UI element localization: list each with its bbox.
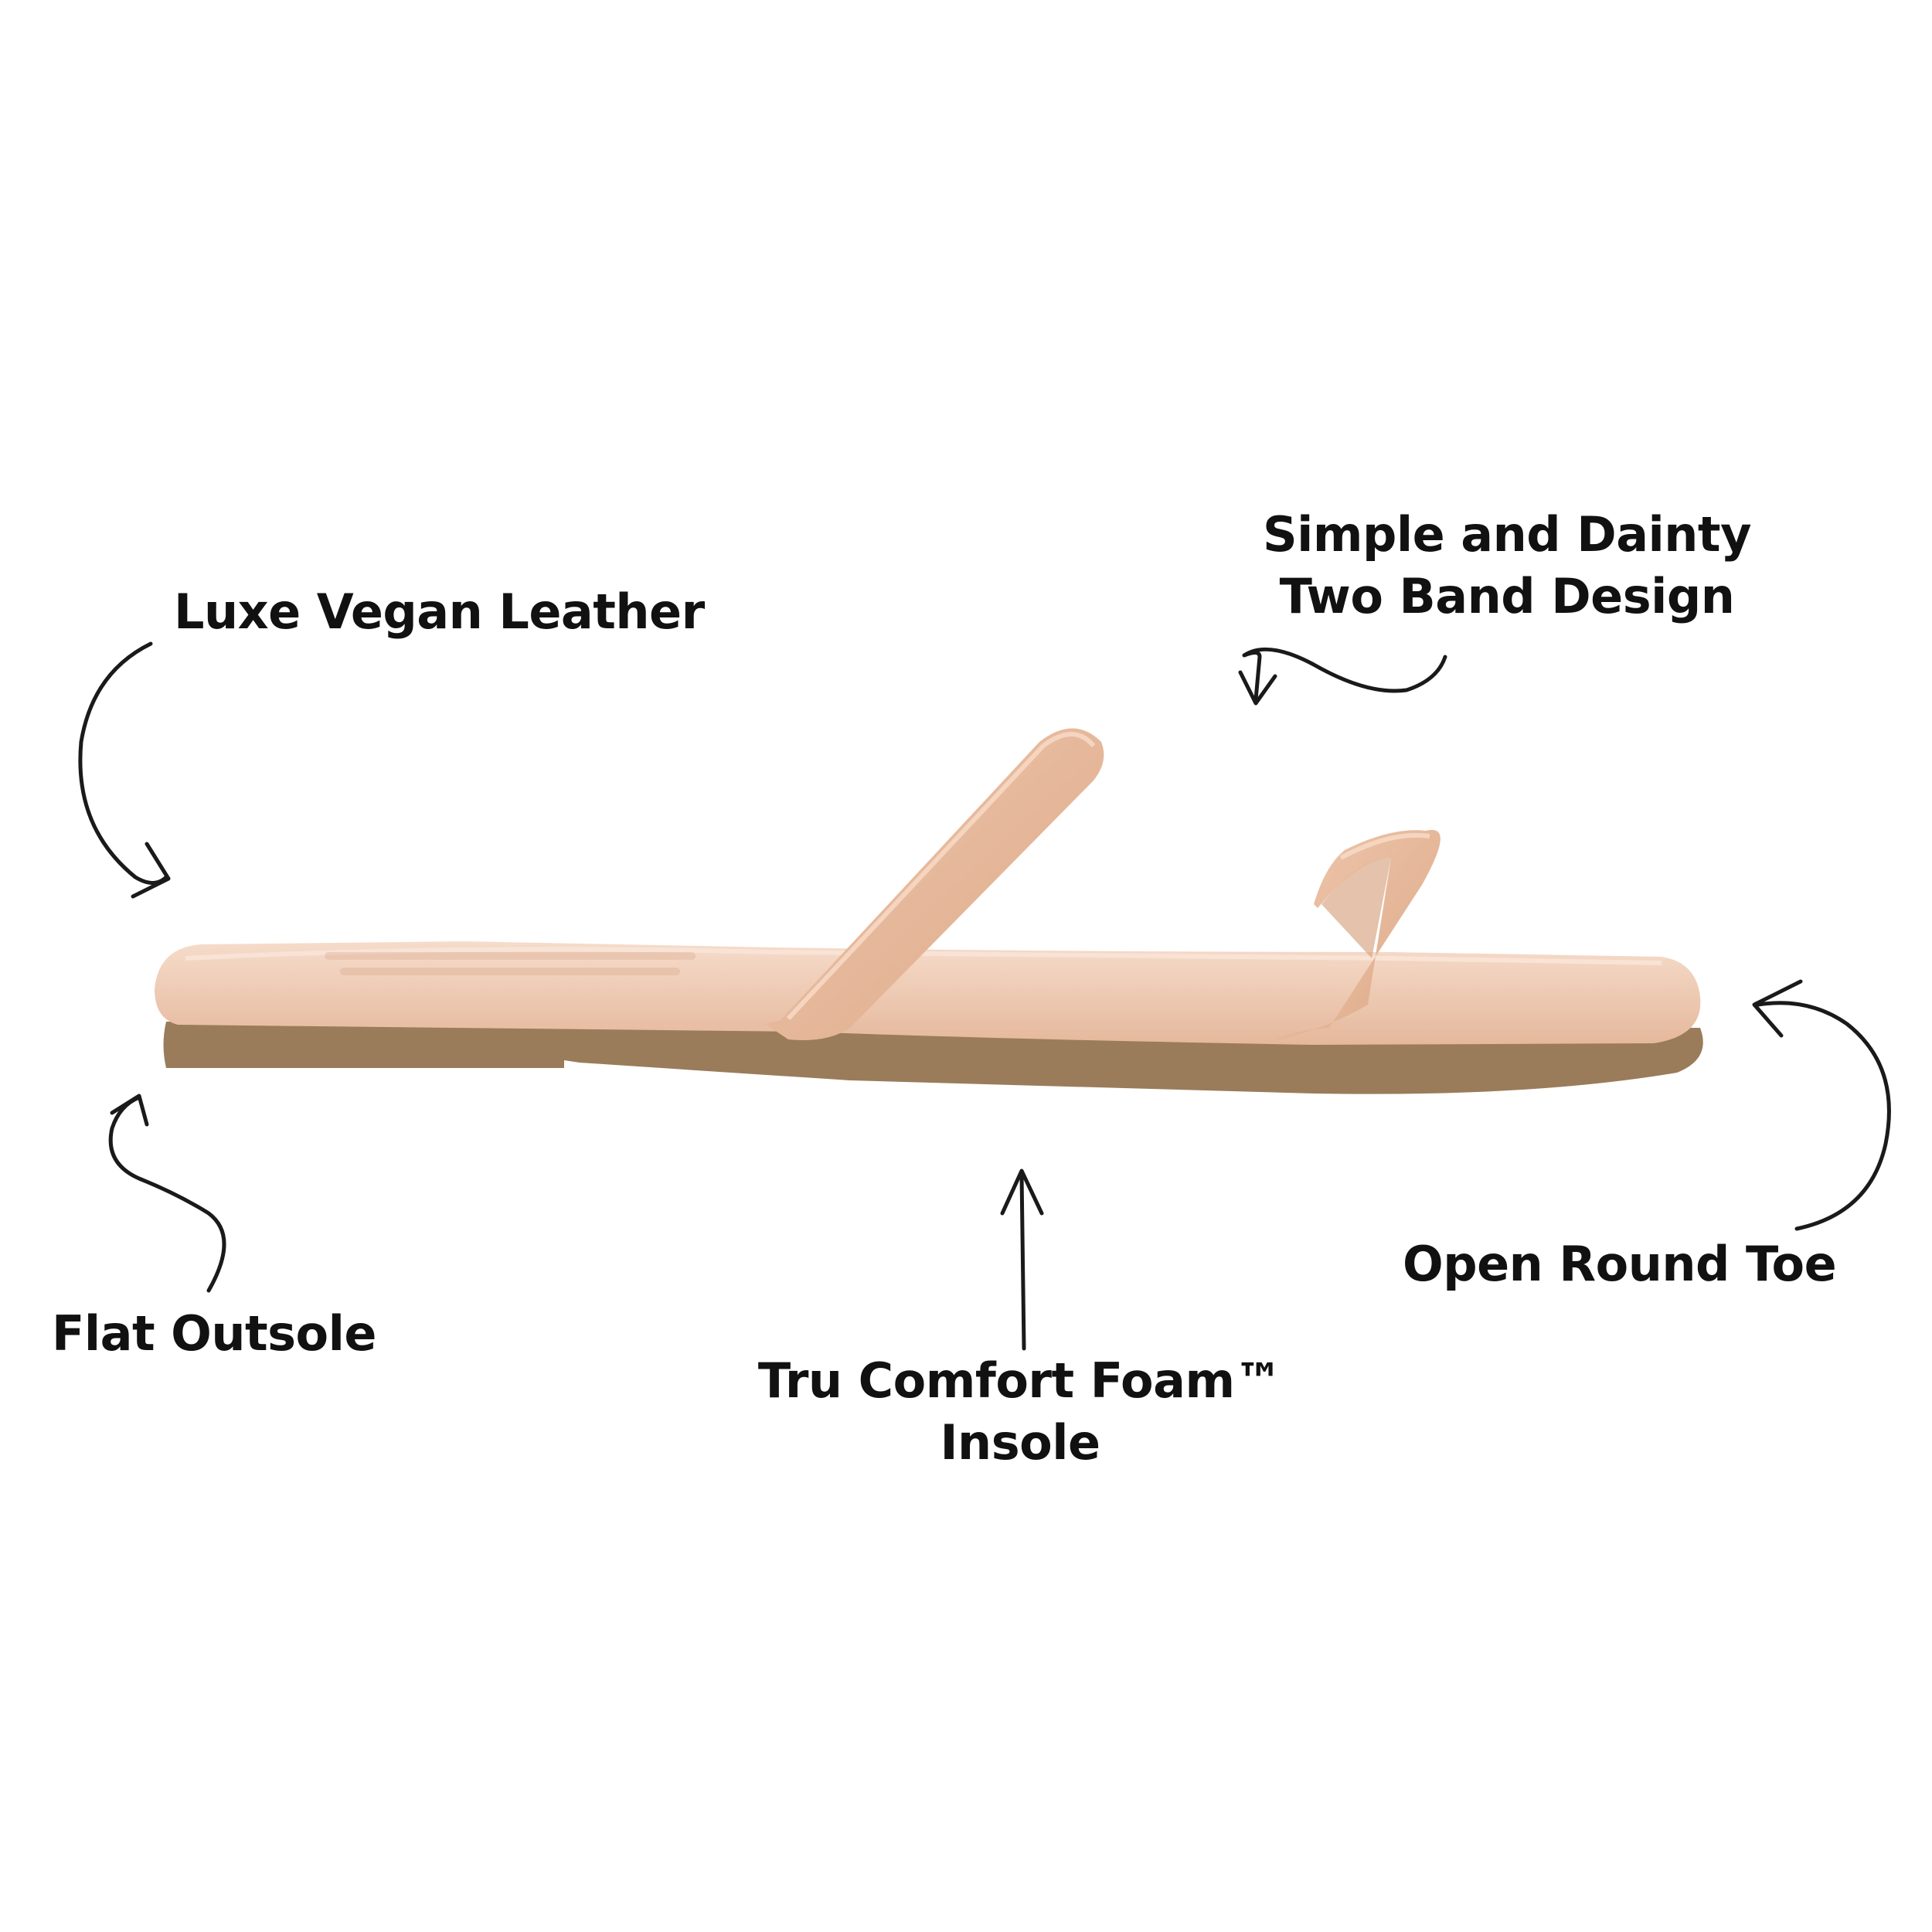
callout-two-band-line2: Two Band Design bbox=[1279, 568, 1735, 624]
footbed-shape bbox=[155, 941, 1701, 1045]
rear-strap bbox=[765, 728, 1104, 1040]
front-strap-inner bbox=[1321, 858, 1391, 958]
callout-open-round-toe: Open Round Toe bbox=[1403, 1236, 1837, 1292]
front-strap-edge bbox=[1339, 832, 1430, 860]
callout-insole-line2: Insole bbox=[940, 1414, 1100, 1471]
callout-luxe-vegan-leather: Luxe Vegan Leather bbox=[174, 583, 705, 640]
callout-insole-line1: Tru Comfort Foam™ bbox=[757, 1352, 1283, 1409]
leather-arrowhead-icon bbox=[131, 842, 171, 899]
callout-flat-outsole: Flat Outsole bbox=[52, 1305, 376, 1362]
callout-two-band-design: Simple and Dainty Two Band Design bbox=[1260, 504, 1754, 628]
bands-arrowhead-icon bbox=[1238, 670, 1277, 706]
callout-two-band-line1: Simple and Dainty bbox=[1263, 506, 1751, 563]
callout-tru-comfort-foam: Tru Comfort Foam™ Insole bbox=[750, 1350, 1291, 1474]
toe-arrowhead-icon bbox=[1752, 979, 1803, 1038]
toe-arrow-icon bbox=[1756, 1001, 1891, 1231]
leather-arrow-icon bbox=[78, 641, 168, 885]
outsole-arrowhead-icon bbox=[110, 1094, 149, 1127]
outsole-arrow-icon bbox=[108, 1095, 226, 1293]
front-strap bbox=[1267, 829, 1440, 1043]
footbed-logo-emboss bbox=[325, 952, 696, 975]
footbed-edge-highlight bbox=[185, 947, 1662, 965]
insole-arrowhead-icon bbox=[1000, 1168, 1044, 1216]
insole-arrow-icon bbox=[1019, 1172, 1026, 1351]
bands-arrow-icon bbox=[1242, 647, 1447, 702]
rear-strap-edge bbox=[786, 732, 1096, 1021]
